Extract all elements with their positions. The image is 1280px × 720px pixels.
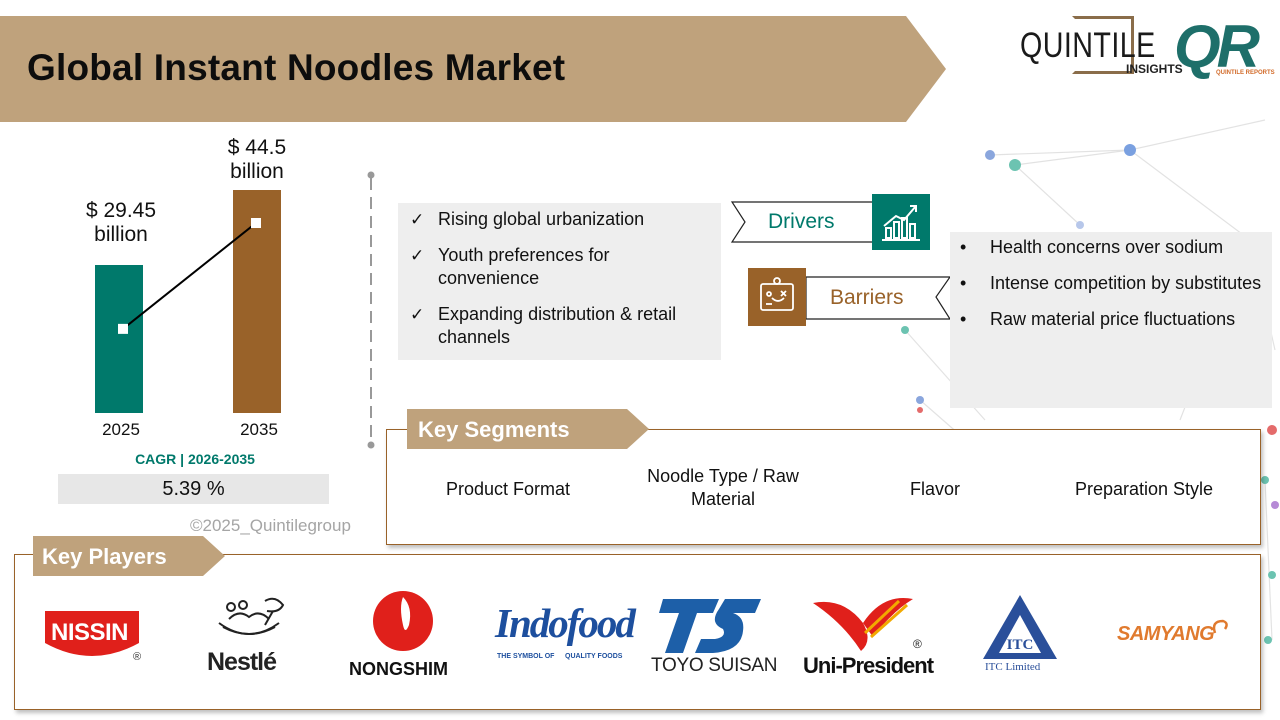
nongshim-logo-text: NONGSHIM (349, 659, 448, 679)
trend-line-segment (122, 222, 257, 330)
driver-item: ✓ Rising global urbanization (410, 208, 713, 231)
samyang-logo-text: SAMYANG (1117, 623, 1215, 645)
check-icon: ✓ (410, 210, 425, 229)
page-title: Global Instant Noodles Market (27, 47, 566, 88)
logo-reports-text: QUINTILE REPORTS (1216, 70, 1275, 76)
nissin-registered-mark: ® (133, 651, 142, 663)
players-header-shape (33, 536, 225, 576)
drivers-tag-outline (731, 201, 875, 243)
nongshim-logo: NONGSHIM (349, 589, 459, 681)
growth-chart-icon (872, 194, 930, 250)
itc-logo-text: ITC Limited (985, 661, 1041, 673)
itc-logo: ITC ITC Limited (975, 593, 1065, 679)
segment-item: Noodle Type / Raw Material (647, 466, 799, 509)
indofood-tagline-left: THE SYMBOL OF (497, 653, 555, 660)
year-label-2025: 2025 (102, 420, 140, 439)
drivers-tag: Drivers (731, 194, 931, 250)
samyang-swirl-icon (1212, 619, 1228, 634)
cagr-label: CAGR | 2026-2035 (135, 451, 255, 467)
barriers-list: • Health concerns over sodium • Intense … (950, 232, 1272, 408)
drivers-label: Drivers (768, 210, 835, 233)
indofood-logo-text: Indofood (495, 600, 636, 646)
section-divider (367, 171, 375, 449)
logo-subtitle: INSIGHTS (1126, 62, 1183, 76)
bar-2025 (95, 265, 143, 413)
bullet-icon: • (960, 237, 967, 257)
driver-item: ✓ Youth preferences for convenience (410, 244, 713, 290)
barrier-item: • Raw material price fluctuations (958, 308, 1264, 331)
trend-marker-2035 (251, 218, 261, 228)
barriers-tag-outline (805, 276, 952, 320)
barrier-text: Health concerns over sodium (990, 237, 1224, 257)
nestle-logo: Nestlé (203, 593, 293, 679)
segments-header-shape (407, 409, 649, 449)
indofood-logo: Indofood THE SYMBOL OF QUALITY FOODS (495, 599, 636, 669)
driver-text: Youth preferences for convenience (438, 245, 610, 288)
logo-frame (1072, 16, 1134, 74)
year-label-2035: 2035 (240, 420, 278, 439)
uni-president-logo: ® Uni-President (803, 593, 934, 681)
barrier-item: • Intense competition by substitutes (958, 272, 1264, 295)
nissin-logo: NISSIN ® (39, 609, 159, 665)
nestle-logo-text: Nestlé (207, 648, 277, 676)
toyo-suisan-logo-text: TOYO SUISAN (651, 655, 778, 676)
quintile-reports-logo: QUINTILE INSIGHTS QR QUINTILE REPORTS (1014, 12, 1280, 82)
uni-president-registered-mark: ® (913, 637, 922, 651)
players-title: Key Players (42, 544, 167, 569)
segment-item: Flavor (909, 479, 960, 499)
trend-marker-2025 (118, 323, 128, 334)
trend-line (118, 218, 261, 334)
copyright-text: ©2025_Quintilegroup (190, 516, 351, 535)
barriers-label: Barriers (830, 286, 904, 309)
bullet-icon: • (960, 273, 967, 293)
indofood-tagline-right: QUALITY FOODS (565, 653, 623, 660)
barriers-tag: Barriers (748, 268, 952, 326)
barrier-text: Intense competition by substitutes (990, 273, 1262, 293)
driver-text: Rising global urbanization (438, 209, 645, 229)
nissin-logo-text: NISSIN (51, 619, 129, 646)
segments-header: Key Segments (407, 409, 649, 449)
segments-title: Key Segments (418, 417, 570, 442)
players-panel: NISSIN ® Nestlé NONGSHIM Indofood THE S (14, 554, 1261, 710)
check-icon: ✓ (410, 305, 425, 324)
segment-item: Product Format (445, 479, 571, 499)
check-icon: ✓ (410, 246, 425, 265)
uni-president-logo-text: Uni-President (803, 653, 934, 678)
logo-qr-mark: QR (1174, 13, 1260, 80)
cagr-value: 5.39 % (58, 474, 329, 504)
samyang-logo: SAMYANG (1117, 617, 1228, 657)
segment-item: Preparation Style (1074, 479, 1214, 499)
svg-text:ITC: ITC (1007, 637, 1034, 653)
bullet-icon: • (960, 309, 967, 329)
drivers-list: ✓ Rising global urbanization ✓ Youth pre… (398, 203, 721, 360)
title-banner-shape (0, 16, 946, 122)
title-banner: Global Instant Noodles Market (0, 16, 946, 122)
barrier-item: • Health concerns over sodium (958, 236, 1264, 259)
driver-item: ✓ Expanding distribution & retail channe… (410, 303, 713, 349)
driver-text: Expanding distribution & retail channels (438, 304, 677, 347)
strategy-board-icon (748, 268, 806, 326)
barrier-text: Raw material price fluctuations (990, 309, 1236, 329)
players-header: Key Players (33, 536, 225, 576)
toyo-suisan-logo: TOYO SUISAN (649, 597, 778, 681)
logo-word: QUINTILE (1020, 26, 1156, 65)
